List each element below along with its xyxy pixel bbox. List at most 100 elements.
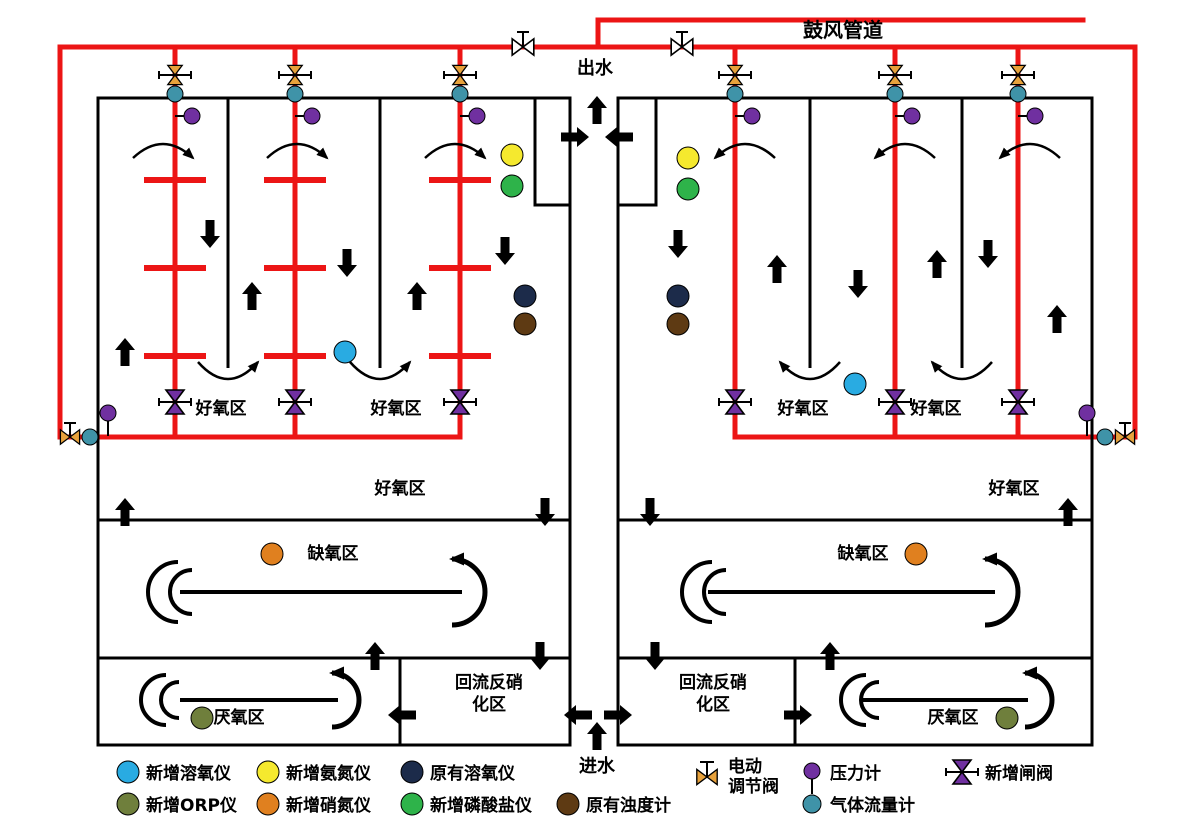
legend-po4-new-label: 新增磷酸盐仪 [430, 795, 533, 816]
denit-zone-label: 化区 [696, 694, 730, 715]
mixer-arc [982, 552, 1021, 628]
aerobic-zone-label: 好氧区 [988, 478, 1040, 499]
flow-arrow [645, 642, 665, 670]
legend-electric-valve-label-line1: 电动 [728, 756, 762, 777]
mixer-arc [702, 568, 727, 616]
mixer-arc [168, 568, 193, 616]
sensor-po4-left [500, 174, 524, 198]
flow-arrow [784, 705, 812, 725]
surface-flow-arc [266, 142, 329, 160]
left-outlet-weir [533, 98, 570, 207]
inlet-up-arrow [587, 722, 607, 750]
anaerobic-zone-label: 厌氧区 [214, 707, 265, 728]
flow-arrow [640, 498, 660, 526]
legend-labels: 新增溶氧仪 新增氨氮仪 原有溶氧仪 电动 调节阀 压力计 新增闸阀 新增ORP仪… [146, 756, 1053, 816]
flow-arrow [1058, 498, 1078, 526]
surface-flow-arc [713, 142, 776, 160]
gas-flow-meters [81, 85, 1114, 814]
legend-orp-new-icon [116, 792, 140, 816]
flow-arrow [668, 230, 688, 258]
air-pipe-network [57, 17, 1138, 440]
blower-main-pipe [595, 17, 1086, 50]
sensor-no3-left [260, 542, 284, 566]
gas-flow-meter-icon [451, 85, 469, 103]
mixer-arc [839, 673, 867, 727]
surface-flow-arc [873, 142, 936, 160]
flow-arrow [1047, 305, 1067, 333]
mixer-arc [680, 560, 713, 624]
mixer-arc [449, 552, 488, 628]
pressure-gauge-icon [183, 107, 201, 125]
mixer-glyphs [139, 552, 1055, 730]
pressure-gauges [99, 107, 1096, 794]
anaerobic-zone-label: 厌氧区 [928, 707, 979, 728]
flow-arrow [535, 498, 555, 526]
baffle-underflow-arc [349, 360, 412, 381]
mixer-arc [1022, 666, 1055, 730]
denit-zone-label: 回流反硝 [455, 672, 523, 693]
flow-arrow [200, 220, 220, 248]
surface-flow-arc [998, 142, 1061, 160]
inlet-label: 进水 [579, 755, 616, 777]
flow-arrow [927, 250, 947, 278]
header-valve-stems [517, 31, 688, 47]
sensor-do-old-right [666, 284, 690, 308]
flow-arrow [564, 705, 592, 725]
left-tank-outline [96, 96, 572, 747]
gas-flow-meter-icon [886, 85, 904, 103]
sensor-do-old-left [513, 284, 537, 308]
mixer-arc [146, 560, 179, 624]
sensor-turbidity-left [513, 312, 537, 336]
pressure-gauge-icon [468, 107, 486, 125]
legend-turbidity-old-icon [556, 792, 580, 816]
flow-arrow [242, 282, 262, 310]
legend-pressure-gauge-label: 压力计 [830, 763, 881, 784]
outlet-up-arrow [587, 96, 607, 124]
gas-flow-meter-icon [166, 85, 184, 103]
aerobic-zone-label: 好氧区 [195, 398, 247, 419]
flow-arrow [407, 282, 427, 310]
mixer-arc [159, 680, 180, 720]
anoxic-zone-label: 缺氧区 [838, 543, 889, 564]
legend-gas-flow-meter-icon [802, 794, 822, 814]
flow-arrow [115, 338, 135, 366]
legend-nh3-new-icon [256, 760, 280, 784]
flow-arrow [848, 270, 868, 298]
legend-orp-new-label: 新增ORP仪 [146, 795, 238, 816]
flow-arrows [115, 96, 1078, 750]
legend-nh3-new-label: 新增氨氮仪 [286, 763, 372, 784]
blower-pipe-label: 鼓风管道 [803, 18, 883, 42]
electric-regulating-valves [59, 64, 1136, 786]
sensor-po4-right [676, 177, 700, 201]
sensor-nh3-left [500, 143, 524, 167]
mixer-arc [139, 673, 167, 727]
baffle-underflow-arc [930, 360, 993, 381]
flow-arrow [767, 255, 787, 283]
flow-arrow [337, 249, 357, 277]
gate-valve-stems [158, 397, 1035, 777]
mixer-arc [329, 666, 362, 730]
gas-flow-meter-icon [1096, 428, 1114, 446]
pressure-gauge-icon [903, 107, 921, 125]
aerobic-zone-label: 好氧区 [370, 398, 422, 419]
diagram-labels: 鼓风管道 出水 进水 好氧区 好氧区 好氧区 好氧区 好氧区 好氧区 缺氧区 缺… [195, 18, 1040, 777]
legend-gate-valve-label: 新增闸阀 [985, 763, 1053, 784]
flow-arrow [388, 705, 416, 725]
tank-walls [96, 96, 1094, 747]
flow-arrow [365, 642, 385, 670]
denit-zone-label: 回流反硝 [679, 672, 747, 693]
legend-electric-valve-label-line2: 调节阀 [728, 776, 779, 797]
pressure-gauge-icon [743, 107, 761, 125]
sensor-no3-right [904, 542, 928, 566]
gas-flow-meter-icon [1009, 85, 1027, 103]
legend-no3-new-label: 新增硝氮仪 [286, 795, 372, 816]
sensors [116, 143, 1019, 816]
air-header-pipe [57, 44, 1138, 440]
flow-arrow [978, 240, 998, 268]
aerobic-zone-label: 好氧区 [910, 398, 962, 419]
legend-do-old-label: 原有溶氧仪 [430, 763, 516, 784]
flow-arrow [530, 642, 550, 670]
legend-po4-new-icon [400, 792, 424, 816]
right-tank-outline [616, 96, 1094, 747]
pressure-gauge-icon [303, 107, 321, 125]
